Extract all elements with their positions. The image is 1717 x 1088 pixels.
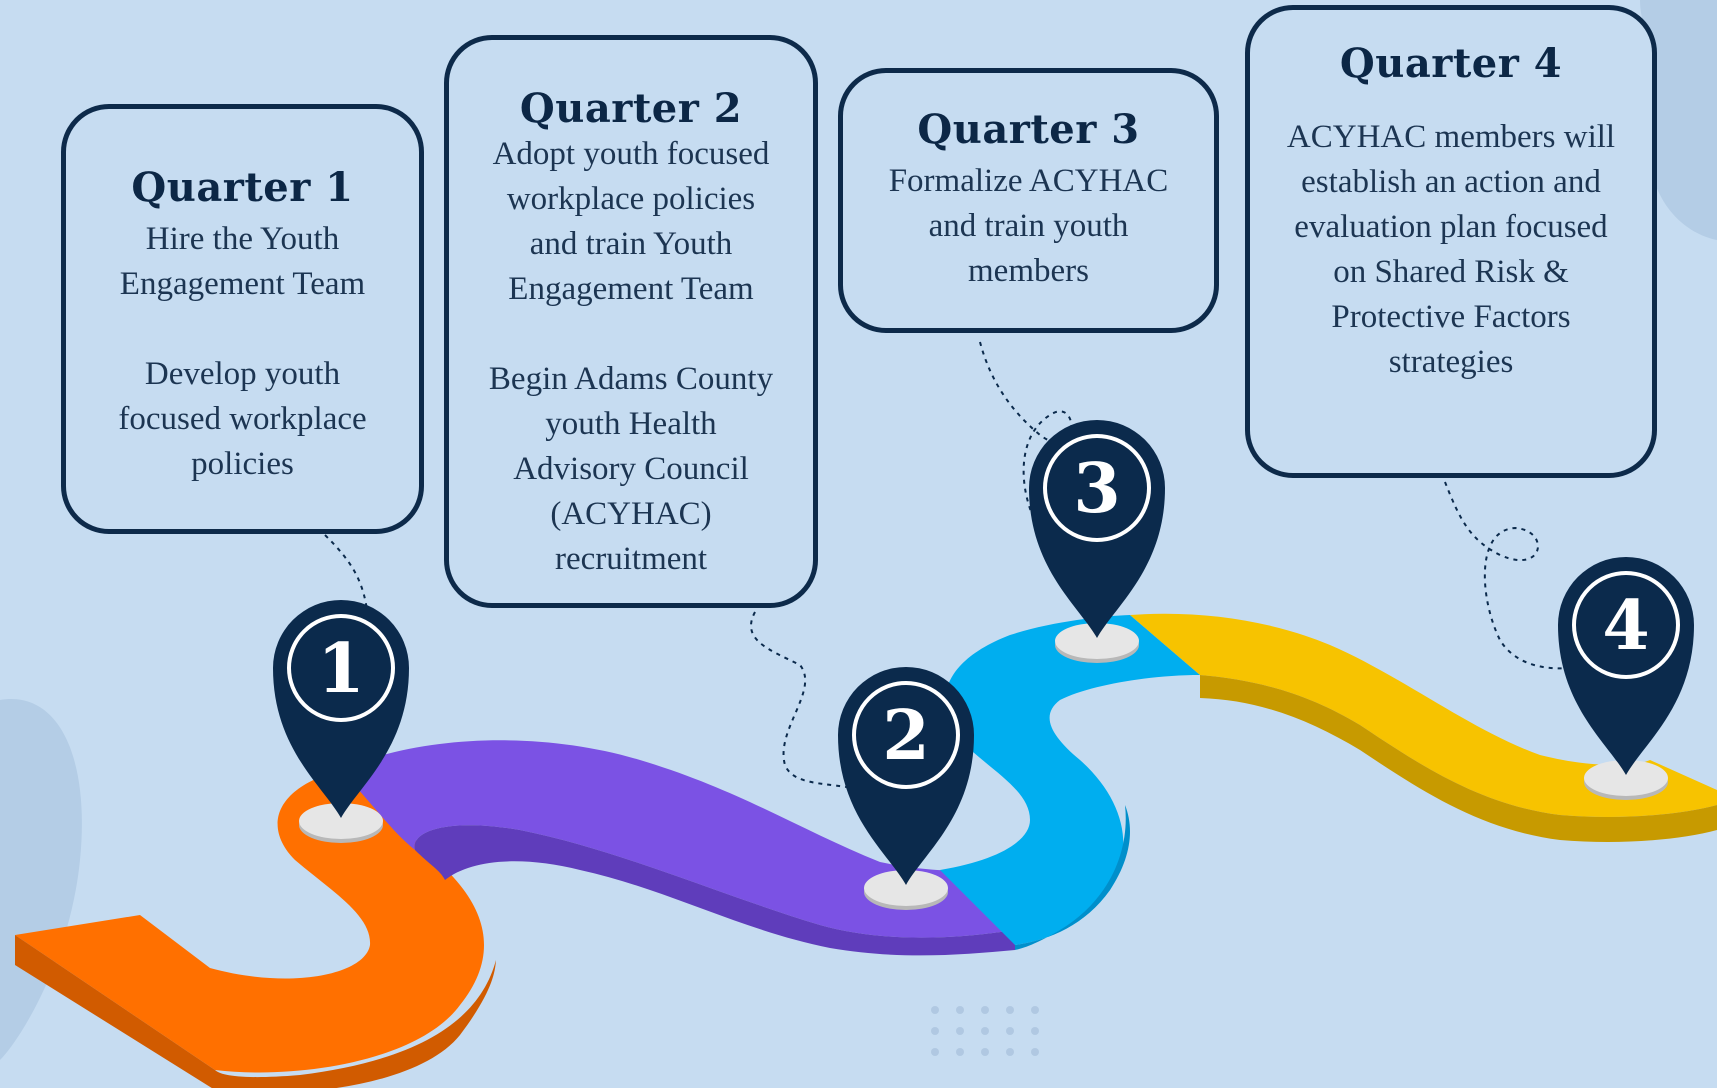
pin-2-number: 2 xyxy=(882,696,929,776)
quarter-4-line: Protective Factors xyxy=(1331,299,1571,335)
background-blob-right xyxy=(1640,0,1717,240)
quarter-2-line: Begin Adams County xyxy=(488,361,774,397)
header-title-fragment: Timeline xyxy=(80,0,344,11)
quarter-3-card: Quarter 3 Formalize ACYHAC and train you… xyxy=(838,68,1219,333)
quarter-2-title: Quarter 2 xyxy=(519,85,743,132)
pin-1-number: 1 xyxy=(317,629,364,709)
quarter-4-line: on Shared Risk & xyxy=(1333,254,1569,290)
quarter-2-line: (ACYHAC) xyxy=(550,496,712,532)
map-pin-1-icon: 1 xyxy=(273,600,409,843)
quarter-2-line: recruitment xyxy=(554,541,708,577)
map-pin-4-icon: 4 xyxy=(1558,557,1694,800)
quarter-3-line: members xyxy=(968,253,1089,289)
connector-line-quarter-2 xyxy=(750,611,881,796)
decorative-dot-grid xyxy=(931,1006,1039,1056)
quarter-4-card: Quarter 4 ACYHAC members will establish … xyxy=(1245,5,1657,478)
quarter-2-card: Quarter 2 Adopt youth focused workplace … xyxy=(444,35,818,608)
quarter-2-line: Advisory Council xyxy=(513,451,749,487)
map-pin-3-icon: 3 xyxy=(1029,420,1165,663)
quarter-1-card: Quarter 1 Hire the Youth Engagement Team… xyxy=(61,104,424,534)
road-side-quarter-1 xyxy=(15,935,496,1088)
road-side-quarter-2 xyxy=(414,825,1016,956)
pin-3-number: 3 xyxy=(1073,449,1120,529)
quarter-4-title: Quarter 4 xyxy=(1339,40,1563,87)
quarter-4-line: evaluation plan focused xyxy=(1294,209,1608,245)
quarter-4-line: establish an action and xyxy=(1301,164,1601,200)
quarter-2-line: Engagement Team xyxy=(508,271,754,307)
quarter-3-title: Quarter 3 xyxy=(917,106,1140,153)
quarter-4-line: ACYHAC members will xyxy=(1286,119,1616,155)
background-blob-left xyxy=(0,699,82,1060)
quarter-1-line: focused workplace xyxy=(118,401,367,437)
quarter-2-line: Adopt youth focused xyxy=(492,136,770,172)
road-segment-quarter-4 xyxy=(1130,613,1717,817)
quarter-3-line: Formalize ACYHAC xyxy=(888,163,1169,199)
quarter-3-line: and train youth xyxy=(928,208,1129,244)
road-segment-quarter-3 xyxy=(940,615,1200,945)
quarter-1-title: Quarter 1 xyxy=(131,164,354,211)
quarter-1-line: policies xyxy=(191,446,294,482)
pin-4-number: 4 xyxy=(1602,586,1649,666)
connector-line-quarter-3 xyxy=(979,341,1073,546)
quarter-1-line: Engagement Team xyxy=(119,266,366,302)
map-pin-2-icon: 2 xyxy=(838,667,974,910)
connector-line-quarter-4 xyxy=(1444,481,1571,670)
quarter-2-line: and train Youth xyxy=(529,226,733,262)
quarter-4-line: strategies xyxy=(1388,344,1514,380)
road-segment-quarter-2 xyxy=(340,740,1015,938)
connector-line-quarter-1 xyxy=(324,534,369,621)
quarter-1-line: Hire the Youth xyxy=(145,221,340,257)
quarter-2-line: workplace policies xyxy=(506,181,756,217)
quarter-1-line: Develop youth xyxy=(144,356,341,392)
quarter-2-line: youth Health xyxy=(545,406,717,442)
road-side-quarter-4 xyxy=(1200,675,1717,842)
